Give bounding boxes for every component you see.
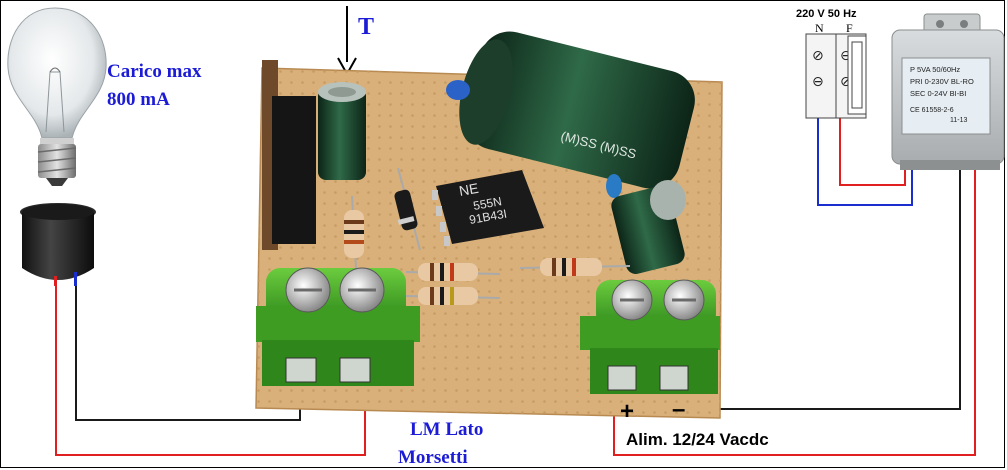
bulb-red-wire [55,285,366,456]
small-blue-capacitor [606,174,622,198]
plus-sign: + [620,398,635,425]
load-current-label: 800 mA [107,89,170,110]
supply-terminal-block [580,279,720,394]
mains-red-wire [839,115,906,186]
neutral-label: N [815,21,824,35]
mains-connector: ⊘ ⊖ ⊖ ⊘ [805,33,867,119]
screw-symbol: ⊘ [840,74,852,90]
supply-red-wire [613,170,976,456]
transformer-label: P 5VA 50/60Hz [910,65,960,74]
ne555-chip: NE 555N 91B43I [432,170,544,246]
resistor-horizontal-3 [519,258,631,276]
diode [394,167,421,251]
transformer: P 5VA 50/60Hz PRI 0-230V BL-RO SEC 0-24V… [891,13,1005,170]
lamp-socket [20,203,96,286]
minus-sign: – [672,396,686,423]
mains-voltage-label: 220 V 50 Hz [796,8,857,20]
light-bulb [7,7,107,186]
chip-brand: NE [458,180,480,199]
mains-blue-wire [817,115,913,206]
resistor-vertical [344,195,364,269]
blue-ceramic-capacitor [446,80,470,100]
terminal-side-label-2: Morsetti [398,447,468,468]
large-capacitor: (M)SS (M)SS [459,31,695,189]
small-capacitor [318,82,366,180]
chip-code: 91B43I [468,207,508,227]
output-capacitor [611,180,686,274]
chip-part: 555N [472,194,503,213]
t-marker-arrow [337,6,357,77]
screw-symbol: ⊖ [840,48,852,64]
t-marker-label: T [358,14,375,40]
screw-symbol: ⊘ [812,48,824,64]
phase-label: F [846,21,853,35]
transformer-label: PRI 0-230V BL-RO [910,77,974,86]
transformer-label: CE 61558-2-6 [910,107,954,114]
transformer-label: SEC 0-24V BI-BI [910,89,966,98]
load-terminal-block [256,267,420,386]
load-max-label: Carico max [107,61,202,82]
transformer-label: 11-13 [950,117,967,124]
screw-symbol: ⊖ [812,74,824,90]
supply-voltage-label: Alim. 12/24 Vacdc [626,430,769,449]
resistor-horizontal-2 [405,287,501,305]
resistor-horizontal-1 [405,263,501,281]
terminal-side-label: LM Lato [410,419,484,440]
